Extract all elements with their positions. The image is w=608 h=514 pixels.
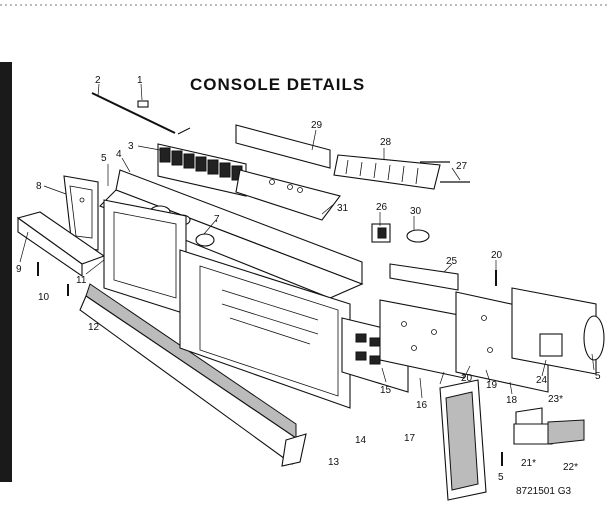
- callout-20-top: 20: [491, 250, 503, 261]
- part-rod: [91, 92, 191, 135]
- part-terminal-strip-28: [333, 154, 441, 190]
- callout-11: 11: [76, 275, 87, 286]
- catalog-number: 8721501 G3: [516, 486, 571, 497]
- callout-9: 9: [16, 264, 22, 275]
- callout-1: 1: [137, 75, 143, 86]
- callout-28: 28: [380, 137, 392, 148]
- part-bar-25: [389, 263, 459, 291]
- callout-5-bottom: 5: [498, 472, 504, 483]
- callout-24: 24: [536, 375, 548, 386]
- callout-12: 12: [88, 322, 100, 333]
- callout-8: 8: [36, 181, 42, 192]
- callout-31: 31: [337, 203, 349, 214]
- callout-26: 26: [376, 202, 388, 213]
- leader-lines: [19, 83, 595, 399]
- callout-25: 25: [446, 256, 458, 267]
- callout-5-left: 5: [101, 153, 107, 164]
- callout-4: 4: [116, 149, 122, 160]
- callout-10: 10: [38, 292, 50, 303]
- part-screws-27: [420, 161, 470, 183]
- callout-15: 15: [380, 385, 392, 396]
- part-end-cap-8: [63, 175, 99, 251]
- callout-19: 19: [486, 380, 498, 391]
- part-plate-16: [379, 299, 465, 379]
- part-screws-10: [37, 262, 69, 296]
- diagram-title: CONSOLE DETAILS: [190, 75, 365, 94]
- part-bracket-21: [513, 423, 553, 445]
- part-knob-30: [406, 229, 430, 243]
- callout-7: 7: [214, 214, 220, 225]
- part-timer-24: [511, 287, 605, 375]
- part-screw-top: [137, 100, 149, 108]
- part-main-panel-14: [179, 249, 351, 409]
- callout-3: 3: [128, 141, 134, 152]
- callout-30: 30: [410, 206, 422, 217]
- callout-22: 22*: [563, 462, 578, 473]
- callout-27: 27: [456, 161, 468, 172]
- callout-16: 16: [416, 400, 428, 411]
- part-switch-26: [371, 223, 391, 243]
- callout-29: 29: [311, 120, 323, 131]
- callout-21: 21*: [521, 458, 536, 469]
- callout-14: 14: [355, 435, 367, 446]
- callout-20-low: 20: [461, 373, 473, 384]
- callout-23: 23*: [548, 394, 563, 405]
- page-edge-bar: [0, 62, 12, 482]
- part-window-frame-11: [103, 199, 187, 315]
- callout-18: 18: [506, 395, 518, 406]
- part-switch-block: [157, 143, 247, 197]
- part-bracket-22: [547, 419, 585, 445]
- callout-5-right: 5: [595, 371, 601, 382]
- callout-2: 2: [95, 75, 101, 86]
- callout-labels: 1 2 3 4 5 5 5 7 8 9 10 11 12 13 14 15 16…: [16, 75, 601, 483]
- part-diffuser-17: [439, 379, 487, 501]
- part-bracket-29: [235, 124, 341, 221]
- callout-13: 13: [328, 457, 340, 468]
- callout-17: 17: [404, 433, 416, 444]
- part-bottom-rail-13: [281, 433, 307, 467]
